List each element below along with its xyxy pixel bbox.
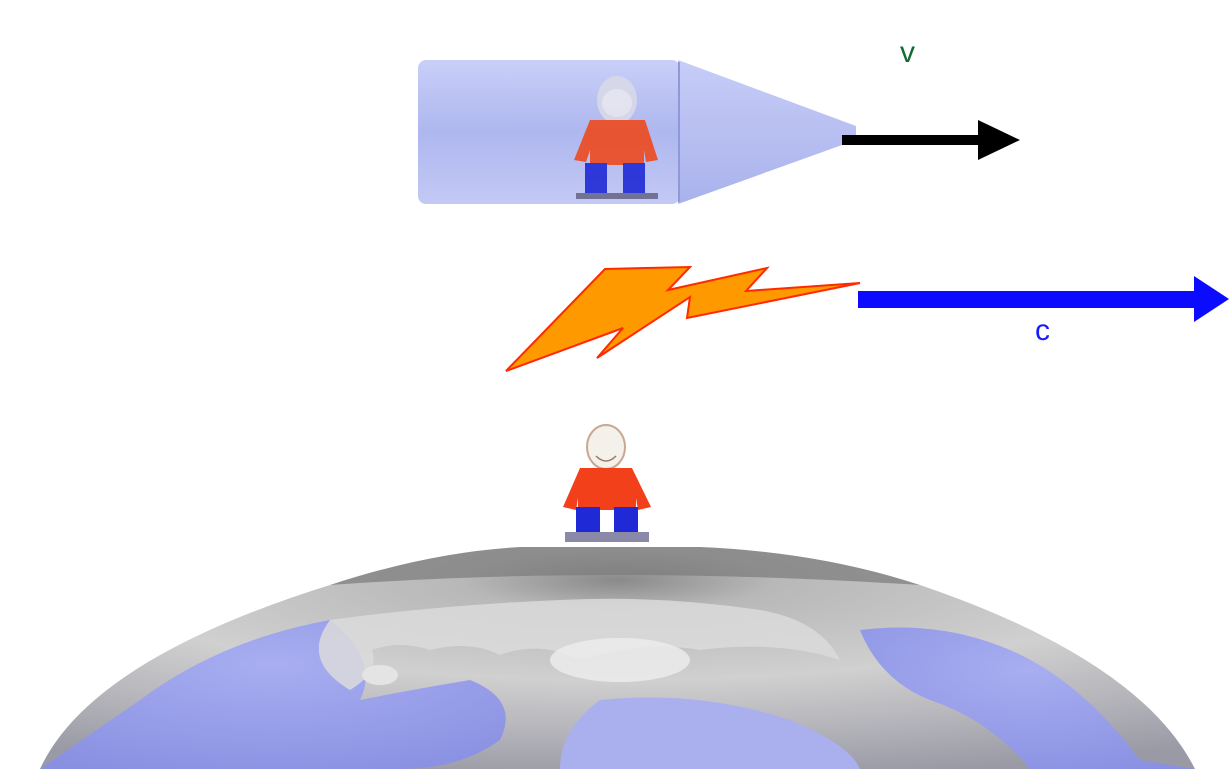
velocity-arrow xyxy=(842,120,1020,160)
velocity-label: v xyxy=(900,38,915,68)
light-speed-label: c xyxy=(1035,316,1050,346)
lightning-flash-icon xyxy=(506,267,860,371)
rocket-icon xyxy=(418,60,856,204)
rocket-nose xyxy=(678,60,856,204)
earth-observer-icon xyxy=(563,425,651,542)
earth-globe-icon xyxy=(40,547,1195,769)
